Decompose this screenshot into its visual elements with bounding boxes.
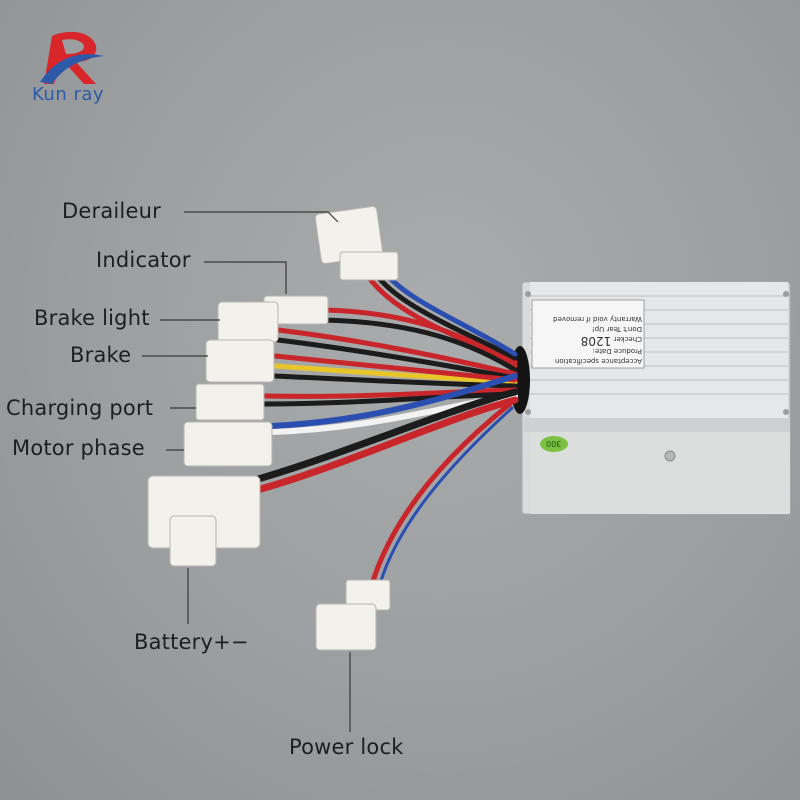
label-line-5: Warranty void if removed [553, 315, 642, 323]
callout-motor-phase: Motor phase [12, 436, 145, 460]
controller-label-text: Acceptance specification Produce Date: C… [534, 302, 642, 366]
wire-harness [244, 267, 519, 587]
label-line-4: Don't Tear Up! [591, 325, 642, 333]
label-line-3: Checker 1208 [580, 334, 642, 348]
brake-connector [205, 339, 275, 383]
power-lock-connector [315, 603, 377, 651]
controller-box [521, 281, 791, 515]
charging-port-connector [195, 383, 265, 421]
callout-leaders [142, 211, 351, 732]
brand-name: Kun ray [32, 84, 105, 105]
motor-phase-connector [183, 421, 273, 467]
kunray-logo-icon [40, 31, 104, 84]
callout-brake-light: Brake light [34, 306, 150, 330]
connectors [147, 205, 399, 651]
callout-derailleur: Deraileur [62, 199, 161, 223]
warranty-label [531, 299, 645, 369]
label-line-1: Acceptance specification [554, 357, 642, 365]
callout-indicator: Indicator [96, 248, 191, 272]
derailleur-connector-cap [339, 251, 399, 281]
brake-light-connector [217, 301, 279, 343]
sticker-badge [540, 436, 568, 452]
battery-connector-plug [169, 515, 217, 567]
callout-power-lock: Power lock [289, 735, 404, 759]
callout-battery: Battery+− [134, 630, 249, 654]
sticker-text: 300 [546, 439, 562, 448]
callout-brake: Brake [70, 343, 132, 367]
callout-charging-port: Charging port [6, 396, 154, 420]
